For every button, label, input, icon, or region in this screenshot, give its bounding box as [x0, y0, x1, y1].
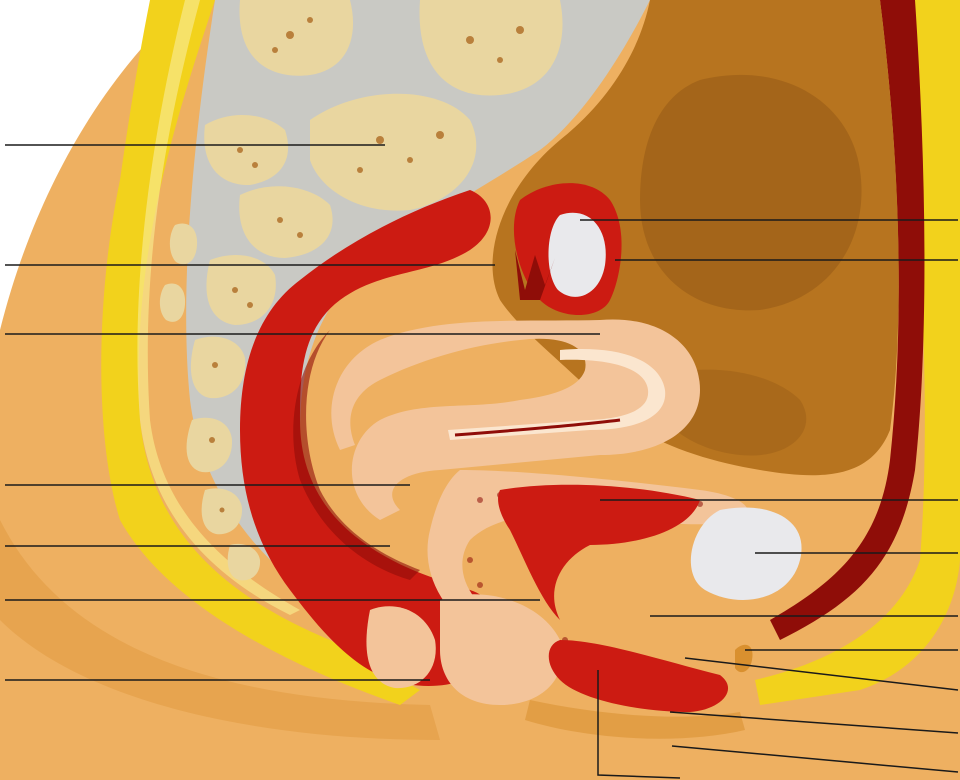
- coccyx-small-2: [160, 284, 185, 322]
- intestine-loop-shadow: [640, 75, 862, 311]
- ovary: [548, 213, 605, 297]
- coccyx-small: [170, 224, 197, 265]
